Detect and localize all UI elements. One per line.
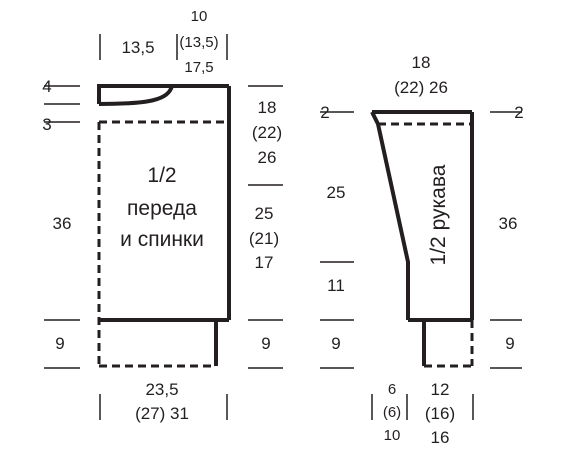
sleeve-ticks bbox=[320, 111, 522, 420]
bottom-width-label-2: (27) 31 bbox=[135, 404, 189, 423]
sleeve-title: 1/2 рукава bbox=[427, 164, 450, 265]
sleeve-cuff-label-3: 10 bbox=[384, 427, 401, 444]
sleeve-cap-right-label: 2 bbox=[514, 103, 523, 122]
front-title-line1: 1/2 bbox=[147, 164, 176, 187]
neck-width-label-1: 10 bbox=[191, 8, 208, 25]
sleeve-rib-right-label: 9 bbox=[505, 334, 514, 353]
sleeve-rib-left-label: 9 bbox=[331, 334, 340, 353]
side-label-2: (21) bbox=[249, 229, 279, 248]
bottom-width-label-1: 23,5 bbox=[145, 380, 178, 399]
neck-width-label-3: 17,5 bbox=[184, 59, 213, 76]
shoulder-drop-label: 3 bbox=[42, 115, 51, 134]
front-neckline-curve bbox=[98, 85, 174, 106]
left-rib-height-label: 9 bbox=[55, 334, 64, 353]
front-title-line3: и спинки bbox=[120, 228, 204, 251]
armhole-label-2: (22) bbox=[252, 123, 282, 142]
sleeve-outer-edge bbox=[370, 111, 410, 320]
front-back-ticks bbox=[44, 34, 283, 420]
right-rib-height-label: 9 bbox=[261, 334, 270, 353]
armhole-label-1: 18 bbox=[258, 98, 277, 117]
sleeve-mid-length-label: 11 bbox=[327, 276, 345, 295]
left-body-height-label: 36 bbox=[53, 214, 72, 233]
sleeve-upper-length-label: 25 bbox=[327, 183, 346, 202]
front-title-line2: переда bbox=[127, 197, 197, 220]
sleeve-cap-left-label: 2 bbox=[320, 103, 329, 122]
front-back-piece bbox=[97, 84, 231, 368]
sleeve-width-label-2: (16) bbox=[425, 404, 455, 423]
side-label-1: 25 bbox=[255, 204, 274, 223]
armhole-label-3: 26 bbox=[258, 148, 277, 167]
neck-width-label-2: (13,5) bbox=[179, 34, 218, 51]
sleeve-cuff-label-1: 6 bbox=[388, 381, 396, 398]
sleeve-piece bbox=[370, 110, 474, 368]
sleeve-cuff-label-2: (6) bbox=[383, 404, 401, 421]
sleeve-total-length-label: 36 bbox=[499, 214, 518, 233]
sleeve-width-label-3: 16 bbox=[431, 428, 450, 447]
side-label-3: 17 bbox=[255, 253, 274, 272]
sleeve-top-width-label-2: (22) 26 bbox=[394, 78, 448, 97]
neck-depth-label: 4 bbox=[42, 77, 51, 96]
sleeve-top-width-label-1: 18 bbox=[412, 53, 431, 72]
top-left-width-label: 13,5 bbox=[121, 38, 154, 57]
sleeve-width-label-1: 12 bbox=[431, 380, 450, 399]
